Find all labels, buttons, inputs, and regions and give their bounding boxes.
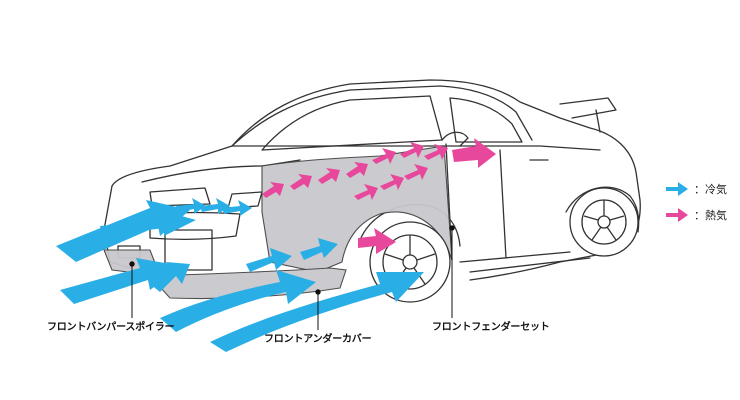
label-front-fender-set: フロントフェンダーセット [432,322,550,333]
cool-air-arrows [56,198,424,352]
cool-arrow-11 [222,200,252,216]
hot-arrow-3 [318,168,340,184]
legend-cool-label: ：冷気 [694,183,727,196]
hot-arrow-4 [346,162,368,178]
cool-arrow-4 [150,262,190,292]
hot-arrow-2 [290,174,312,190]
cool-arrow-9 [176,198,206,214]
cool-arrow-icon [666,182,688,196]
hot-arrow-6 [400,142,424,158]
label-front-bumper-spoiler: フロントバンパースポイラー [47,322,175,333]
hot-arrow-5 [372,148,396,164]
hot-arrow-8 [354,184,378,200]
cool-arrow-5 [160,270,316,332]
hot-arrow-1 [262,182,284,198]
rear-wheel [569,187,639,257]
label-front-under-cover: フロントアンダーカバー [264,334,372,345]
callout-leaders [129,225,455,330]
hot-arrow-11 [452,138,496,168]
cool-arrow-6 [210,272,424,352]
hot-air-arrows [262,138,496,254]
hot-arrow-12 [358,228,396,254]
hot-arrow-10 [404,164,428,180]
hot-arrow-9 [380,174,404,190]
legend-cool: ：冷気 [664,181,727,197]
cool-arrow-2 [100,210,196,236]
hot-arrow-7 [424,144,448,160]
cool-arrow-10 [200,198,230,214]
legend-hot: ：熱気 [664,207,727,223]
cool-arrow-7 [300,238,338,260]
cool-arrow-8 [246,248,292,272]
cool-arrow-3 [60,258,182,304]
legend-hot-label: ：熱気 [694,209,727,222]
hot-arrow-icon [666,208,688,222]
